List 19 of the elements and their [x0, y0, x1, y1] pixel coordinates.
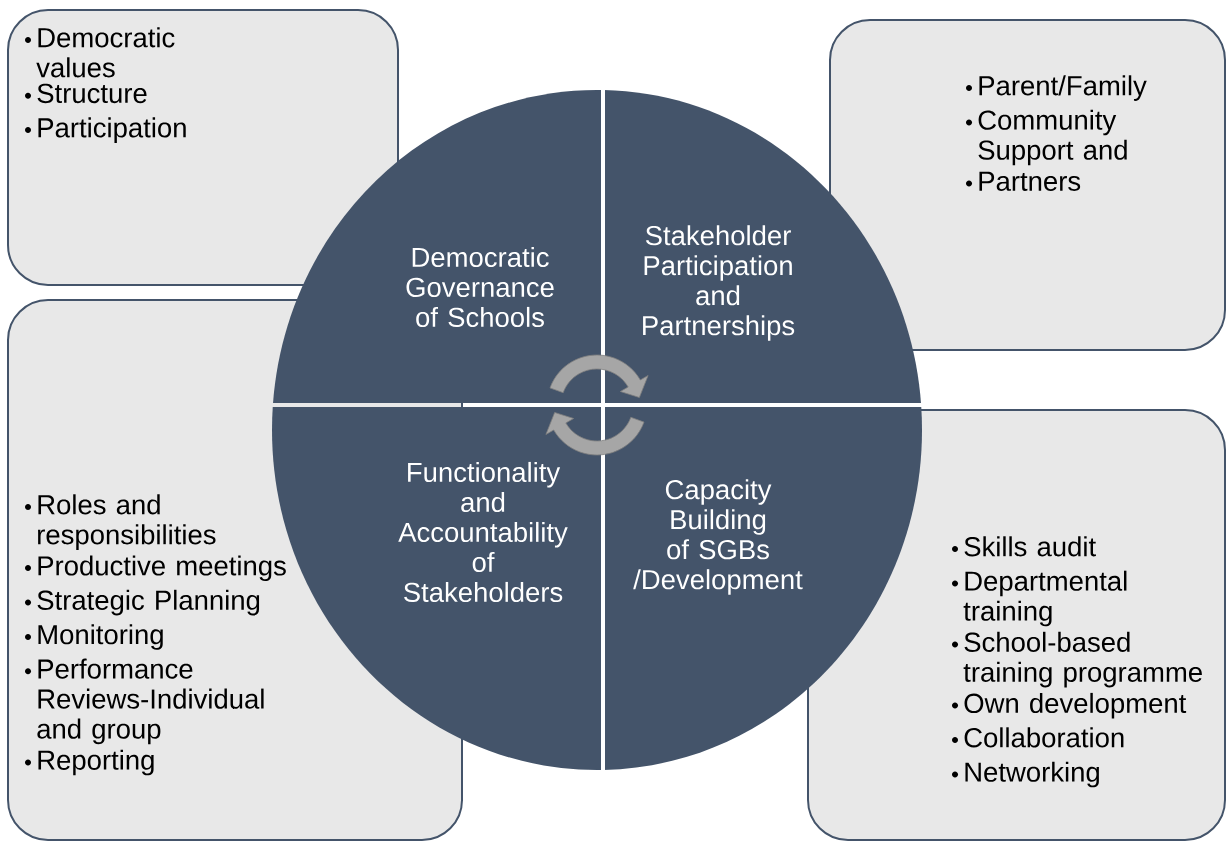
- list-item: Partners: [979, 171, 1081, 191]
- list-item: Parent/Family: [979, 75, 1147, 101]
- list-item: Collaboration: [964, 727, 1124, 748]
- list-item: Monitoring: [38, 624, 163, 650]
- rounded-box: [829, 19, 1226, 351]
- list-item: Own development: [964, 692, 1187, 719]
- list-item: Community Support and: [978, 109, 1127, 166]
- rounded-box: [7, 9, 399, 286]
- list-item: Skills audit: [964, 536, 1096, 557]
- list-item: School-based training programme: [963, 631, 1202, 688]
- list-item: Performance Reviews-Individual and group: [37, 658, 264, 745]
- list-item: Reporting: [38, 749, 154, 776]
- list-item: Networking: [965, 761, 1099, 788]
- list-item: Structure: [37, 83, 147, 104]
- list-item: Democratic values: [36, 27, 175, 78]
- list-item: Departmental training: [963, 570, 1127, 627]
- list-item: Strategic Planning: [37, 589, 260, 616]
- list-item: Roles and responsibilities: [38, 494, 216, 550]
- list-item: Participation: [38, 117, 186, 143]
